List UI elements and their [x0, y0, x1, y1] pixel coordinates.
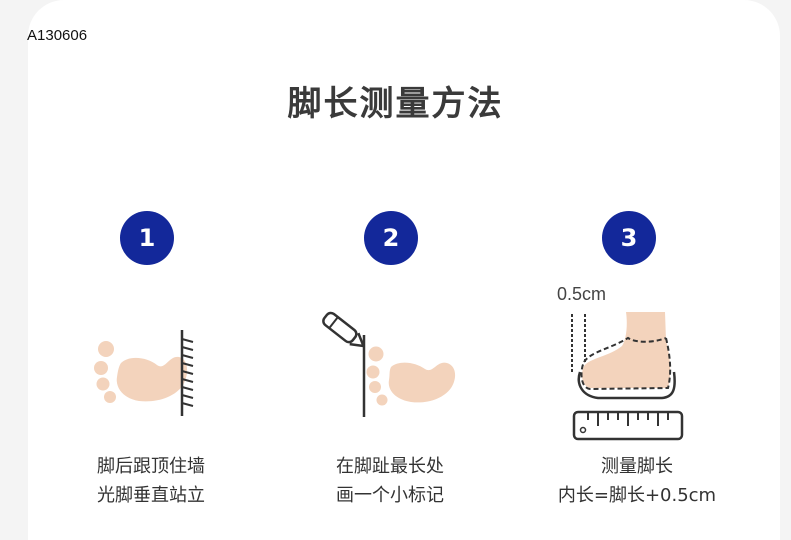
step-1-number: 1: [138, 224, 156, 252]
step-2-caption-line2: 画一个小标记: [336, 485, 444, 506]
step-1-caption-line2: 光脚垂直站立: [97, 485, 205, 506]
measure-label: 0.5cm: [557, 284, 607, 304]
step-2-number: 2: [382, 224, 400, 252]
step-2-caption-line1: 在脚趾最长处: [336, 456, 444, 477]
step-1-badge: 1: [120, 211, 174, 265]
foot-in-shoe-ruler-icon: [571, 312, 684, 441]
step-3-caption-line1: 测量脚长: [601, 456, 673, 477]
step-3-badge: 3: [602, 211, 656, 265]
instruction-card: [28, 0, 780, 540]
step-2-caption: 在脚趾最长处 画一个小标记: [270, 452, 510, 510]
step-1-caption: 脚后跟顶住墙 光脚垂直站立: [31, 452, 271, 510]
page-title: 脚长测量方法: [287, 84, 504, 124]
pencil-mark-toe-icon: [322, 311, 456, 417]
step-2-badge: 2: [364, 211, 418, 265]
step-3-caption-line2: 内长=脚长+0.5cm: [557, 485, 717, 506]
product-code: A130606: [27, 27, 88, 44]
step-3-number: 3: [620, 224, 638, 252]
foot-against-wall-icon: [94, 330, 194, 416]
step-1-caption-line1: 脚后跟顶住墙: [97, 456, 205, 477]
step-3-caption: 测量脚长 内长=脚长+0.5cm: [517, 452, 757, 510]
